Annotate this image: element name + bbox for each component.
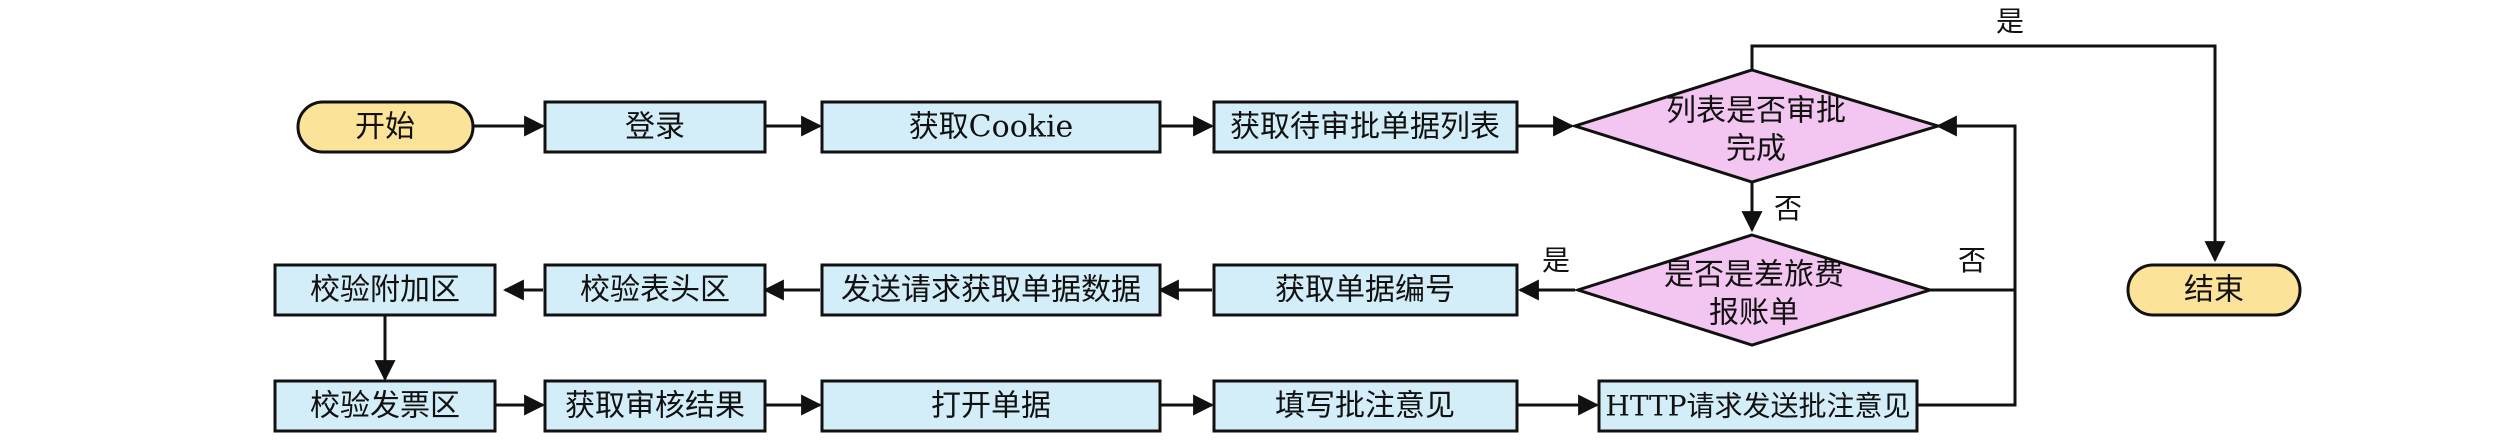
node-start-label: 开始 <box>355 110 415 145</box>
node-open-doc: 打开单据 <box>820 379 1162 433</box>
node-is-travel-label-2: 报账单 <box>1709 296 1799 331</box>
node-open-doc-label: 打开单据 <box>931 389 1051 424</box>
node-end: 结束 <box>2126 263 2302 317</box>
node-get-list: 获取待审批单据列表 <box>1212 100 1519 154</box>
node-check-done: 列表是否审批 完成 <box>1570 68 1944 184</box>
node-get-list-label: 获取待审批单据列表 <box>1230 110 1500 145</box>
edge-label-done-yes: 是 <box>1996 5 2024 38</box>
node-check-done-label-2: 完成 <box>1726 132 1786 167</box>
node-get-result: 获取审核结果 <box>543 379 767 433</box>
node-get-cookie: 获取Cookie <box>820 100 1162 154</box>
edge-label-done-no: 否 <box>1774 192 1802 225</box>
edge-label-travel-no: 否 <box>1958 244 1986 277</box>
edge-http-loop-back <box>1917 115 2017 407</box>
node-get-result-label: 获取审核结果 <box>565 389 745 424</box>
node-send-request: 发送请求获取单据数据 <box>820 263 1162 317</box>
node-login: 登录 <box>543 100 767 154</box>
node-fill-opinion-label: 填写批注意见 <box>1275 389 1455 424</box>
node-is-travel-label-1: 是否是差旅费 <box>1664 258 1844 293</box>
node-check-attach: 校验附加区 <box>273 263 497 317</box>
node-check-header: 校验表头区 <box>543 263 767 317</box>
node-start: 开始 <box>296 100 475 154</box>
node-fill-opinion: 填写批注意见 <box>1212 379 1519 433</box>
edge-checkdone-end-yes <box>1750 44 2226 263</box>
node-get-cookie-label: 获取Cookie <box>909 110 1074 145</box>
node-login-label: 登录 <box>625 110 685 145</box>
edges <box>374 44 2226 416</box>
edge-label-travel-yes: 是 <box>1542 244 1570 277</box>
node-http-send: HTTP请求发送批注意见 <box>1597 379 1919 433</box>
node-get-number-label: 获取单据编号 <box>1275 273 1455 308</box>
node-send-request-label: 发送请求获取单据数据 <box>841 273 1141 308</box>
node-get-number: 获取单据编号 <box>1212 263 1519 317</box>
node-check-attach-label: 校验附加区 <box>310 273 460 308</box>
node-check-invoice-label: 校验发票区 <box>310 389 460 424</box>
node-check-done-label-1: 列表是否审批 <box>1666 94 1846 129</box>
node-is-travel: 是否是差旅费 报账单 <box>1573 233 1936 347</box>
node-check-header-label: 校验表头区 <box>580 273 730 308</box>
node-check-invoice: 校验发票区 <box>273 379 497 433</box>
node-end-label: 结束 <box>2184 273 2244 308</box>
node-http-send-label: HTTP请求发送批注意见 <box>1605 390 1910 423</box>
